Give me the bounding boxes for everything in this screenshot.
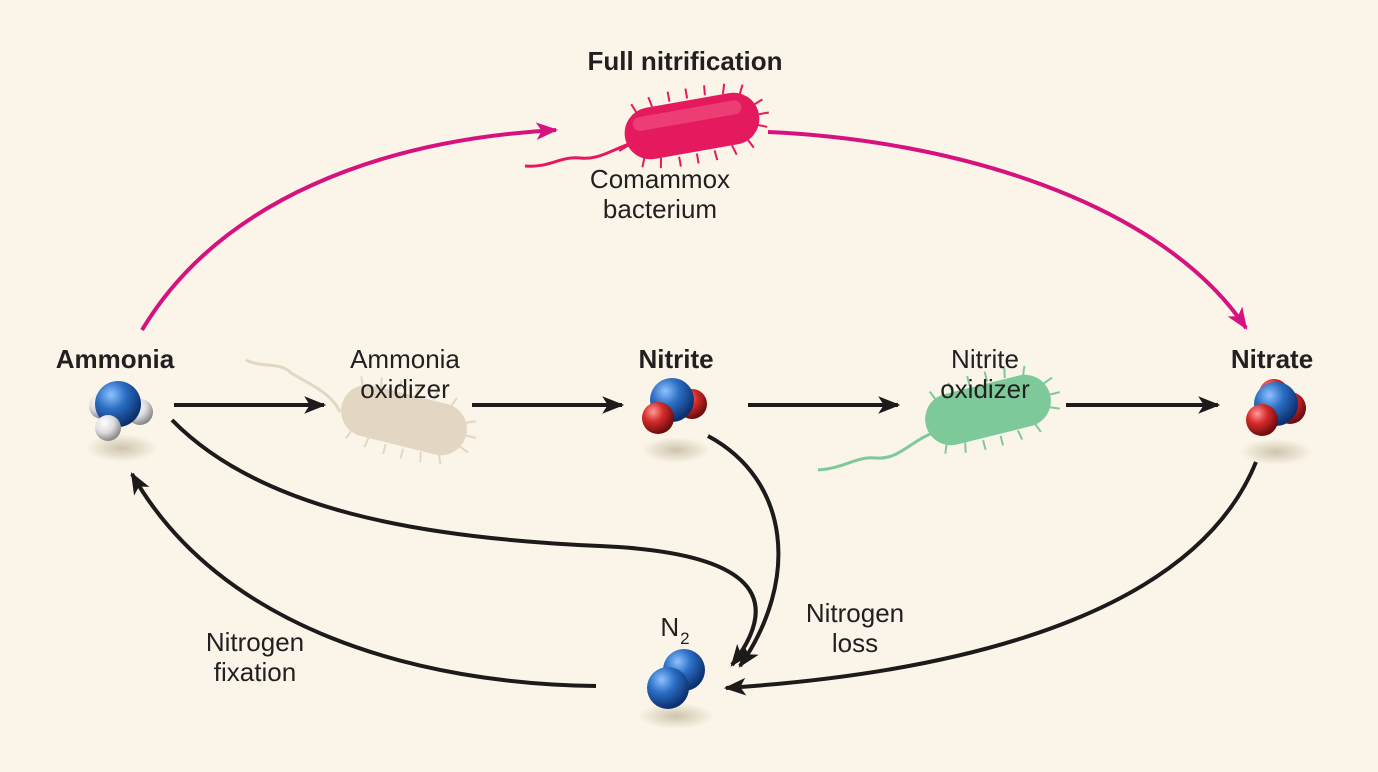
nitrite-oxidizer-label-line1: Nitrite: [951, 344, 1019, 374]
comammox-label-line1: Comammox: [589, 164, 731, 194]
ammonia-oxidizer-bacterium-icon: [245, 358, 477, 465]
nitrogen-loss-label: Nitrogen loss: [780, 598, 930, 658]
arrow-ammonia-to-n2: [170, 418, 758, 667]
arrow-ammonia-to-comammox: [140, 122, 559, 332]
arrow-nitrate-to-n2: [723, 461, 1258, 696]
nitrogen-loss-label-line1: Nitrogen: [805, 598, 905, 628]
title: Full nitrification: [587, 46, 783, 76]
ammonia-molecule-icon: [86, 381, 158, 462]
n2-subscript: 2: [680, 629, 690, 648]
n2-molecule-icon: [638, 649, 714, 729]
nitrogen-fixation-label-line2: fixation: [213, 657, 297, 687]
nitrite-label: Nitrite: [638, 344, 714, 374]
arrow-comammox-to-nitrate: [767, 130, 1248, 330]
n2-symbol: N: [660, 612, 680, 642]
ammonia-label: Ammonia: [55, 344, 175, 374]
ammonia-oxidizer-label: Ammonia oxidizer: [320, 344, 490, 404]
nitrogen-fixation-label-line1: Nitrogen: [205, 627, 305, 657]
arrow-n2-to-ammonia: [130, 472, 597, 688]
n2-label: N2: [640, 612, 710, 648]
nitrite-oxidizer-label: Nitrite oxidizer: [900, 344, 1070, 404]
nitrate-molecule-icon: [1240, 379, 1312, 465]
nitrite-oxidizer-label-line2: oxidizer: [940, 374, 1030, 404]
nitrite-molecule-icon: [642, 378, 710, 463]
nitrite-oxidizer-bacterium-icon: [817, 365, 1061, 472]
comammox-label: Comammox bacterium: [560, 164, 760, 224]
ammonia-oxidizer-label-line2: oxidizer: [360, 374, 450, 404]
arrow-nitrite-to-n2: [707, 434, 781, 668]
nitrogen-fixation-label: Nitrogen fixation: [180, 627, 330, 687]
comammox-label-line2: bacterium: [602, 194, 718, 224]
comammox-bacterium-icon: [524, 83, 769, 169]
nitrogen-loss-label-line2: loss: [831, 628, 879, 658]
ammonia-oxidizer-label-line1: Ammonia: [350, 344, 460, 374]
nitrate-label: Nitrate: [1230, 344, 1314, 374]
